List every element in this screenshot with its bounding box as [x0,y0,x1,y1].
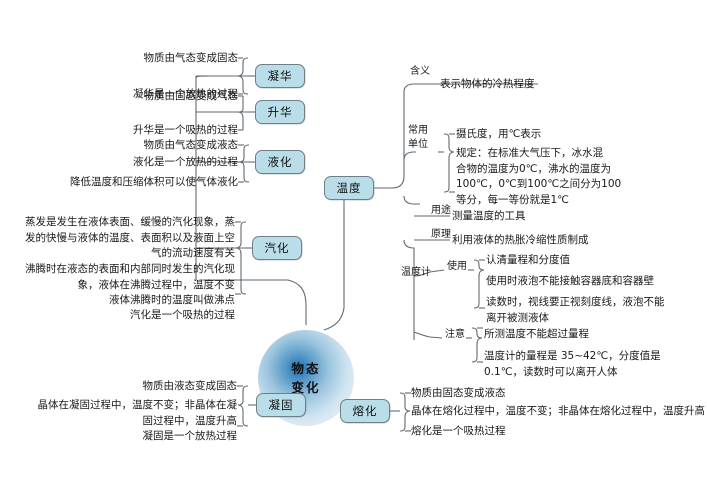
qihua-item-2: 沸腾时在液态的表面和内部同时发生的汽化现 象，液体在沸腾过程中，温度不变 [25,263,235,291]
label-yongtu: 用途 [431,205,451,216]
ronghua-item-1: 物质由固态变成液态 [411,387,506,399]
yehua-item-3: 降低温度和压缩体积可以使气体液化 [70,176,238,188]
label-zhuyi: 注意 [445,329,465,340]
label-shiyong: 使用 [447,261,467,272]
hanyi-item-1: 表示物体的冷热程度 [440,78,535,90]
ronghua-item-3: 熔化是一个吸热过程 [411,425,506,437]
yongtu-item-1: 测量温度的工具 [452,210,526,222]
node-qihua[interactable]: 汽化 [252,236,302,260]
zhuyi-item-1: 所测温度不能超过量程 [484,328,589,340]
qihua-item-4: 汽化是一个吸热的过程 [130,309,235,321]
ninggu-item-1: 物质由液态变成固态 [142,380,238,392]
shiyong-item-2: 使用时液泡不能接触容器底和容器壁 [486,275,654,287]
zhuyi-item-2: 温度计的量程是 35~42℃，分度值是 0.1℃，读数时可以离开人体 [484,350,661,378]
node-yehua[interactable]: 液化 [255,150,305,174]
qihua-item-3: 液体沸腾时的温度叫做沸点 [109,294,235,306]
label-wendu-ji: 温度计 [401,267,431,278]
qihua-item-1: 蒸发是发生在液体表面、缓慢的汽化现象，蒸 发的快慢与液体的温度、表面积以及液面上… [25,216,235,259]
label-yuanli: 原理 [431,229,451,240]
shenghua-item-1: 物质由固态变成气态 [143,90,239,102]
node-wendu[interactable]: 温度 [324,176,374,200]
ninggu-item-2: 晶体在凝固过程中，温度不变；非晶体在凝 固过程中，温度升高 [37,399,238,427]
center-label-line2: 变化 [291,380,321,395]
yehua-item-1: 物质由气态变成液态 [143,139,239,151]
shenghua-item-2: 升华是一个吸热的过程 [133,124,238,136]
danwei-item-2: 规定：在标准大气压下，冰水混 合物的温度为0℃，沸水的温度为 100℃，0℃到1… [456,147,622,206]
ninggu-item-3: 凝固是一个放热过程 [142,430,238,442]
yuanli-item-1: 利用液体的热胀冷缩性质制成 [452,234,589,246]
label-changyong-danwei: 常用 单位 [408,125,428,150]
ninghua-item-2: 凝华是一个放热的过程 [133,88,238,100]
center-label-line1: 物态 [291,360,321,376]
node-ninggu[interactable]: 凝固 [256,393,306,417]
shiyong-item-1: 认清量程和分度值 [486,254,570,266]
yehua-item-2: 液化是一个放热的过程 [133,156,238,168]
node-ninghua[interactable]: 凝华 [255,64,305,88]
danwei-item-1: 摄氏度，用℃表示 [456,128,542,140]
node-ronghua[interactable]: 熔化 [340,399,390,423]
node-shenghua[interactable]: 升华 [255,100,305,124]
shiyong-item-3: 读数时，视线要正视刻度线，液泡不能 离开被测液体 [486,296,665,324]
ninghua-item-1: 物质由气态变成固态 [143,52,239,64]
ronghua-item-2: 晶体在熔化过程中，温度不变；非晶体在熔化过程中，温度升高 [411,405,705,417]
label-hanyi: 含义 [410,66,430,77]
